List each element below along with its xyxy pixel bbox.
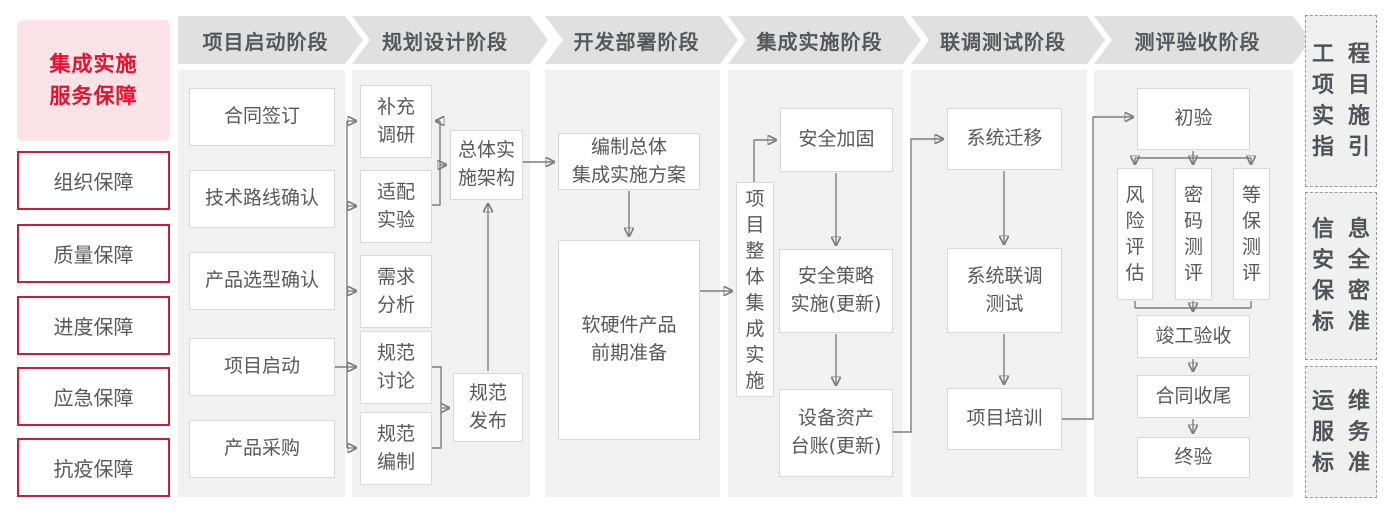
panel-text: 工程项目实施指引 — [1312, 42, 1370, 160]
phase-header-dev-deploy: 开发部署阶段 — [545, 16, 738, 64]
node-system-migration: 系统迁移 — [947, 108, 1062, 170]
node-system-joint-testing: 系统联调 测试 — [947, 248, 1062, 333]
node-crypto-evaluation: 密码测评 — [1175, 168, 1212, 300]
sidebar-item-epidemic-guarantee: 抗疫保障 — [17, 438, 170, 497]
node-spec-drafting: 规范 编制 — [360, 412, 432, 485]
phase-header-project-start: 项目启动阶段 — [178, 16, 363, 64]
node-requirement-analysis: 需求 分析 — [360, 255, 432, 328]
panel-engineering-implementation-guide: 工程项目实施指引 — [1305, 15, 1377, 187]
node-asset-ledger-update: 设备资产 台账(更新) — [779, 389, 893, 477]
node-risk-assessment: 风险评估 — [1117, 168, 1153, 300]
node-spec-release: 规范 发布 — [453, 373, 523, 442]
node-overall-integration-impl: 项目整体集成实施 — [736, 182, 774, 397]
panel-operation-service-standards: 运维服务标准 — [1305, 366, 1377, 498]
node-overall-impl-architecture: 总体实 施架构 — [450, 130, 523, 200]
node-overall-integration-plan: 编制总体 集成实施方案 — [558, 133, 700, 190]
panel-information-security-standards: 信息安全保密标准 — [1305, 192, 1377, 360]
node-supplementary-research: 补充 调研 — [360, 85, 432, 158]
panel-text: 信息安全保密标准 — [1312, 217, 1370, 335]
node-product-procurement: 产品采购 — [189, 420, 335, 478]
node-project-training: 项目培训 — [947, 388, 1062, 450]
sidebar-item-quality-guarantee: 质量保障 — [17, 224, 170, 283]
phase-header-planning-design: 规划设计阶段 — [352, 16, 548, 64]
node-sign-contract: 合同签订 — [189, 88, 335, 146]
sidebar-item-organization-guarantee: 组织保障 — [17, 151, 170, 210]
node-initial-acceptance: 初验 — [1137, 88, 1250, 150]
phase-header-acceptance: 测评验收阶段 — [1094, 16, 1311, 64]
phase-header-integration: 集成实施阶段 — [728, 16, 921, 64]
node-final-acceptance: 终验 — [1137, 437, 1250, 478]
node-contract-closure: 合同收尾 — [1137, 375, 1250, 418]
node-spec-discussion: 规范 讨论 — [360, 331, 432, 404]
sidebar-title: 集成实施 服务保障 — [17, 20, 170, 141]
phase-header-joint-testing: 联调测试阶段 — [911, 16, 1105, 64]
node-hw-sw-preparation: 软硬件产品 前期准备 — [558, 240, 700, 440]
node-adaptation-experiment: 适配 实验 — [360, 170, 432, 243]
node-security-policy-impl: 安全策略 实施(更新) — [779, 249, 893, 333]
node-classified-protection-evaluation: 等保测评 — [1233, 168, 1270, 300]
node-completion-acceptance: 竣工验收 — [1137, 315, 1250, 358]
node-project-kickoff: 项目启动 — [189, 338, 335, 396]
node-tech-route-confirm: 技术路线确认 — [189, 170, 335, 228]
panel-text: 运维服务标准 — [1312, 388, 1370, 476]
node-product-selection-confirm: 产品选型确认 — [189, 252, 335, 310]
sidebar-item-emergency-guarantee: 应急保障 — [17, 367, 170, 426]
node-security-hardening: 安全加固 — [780, 108, 893, 172]
sidebar-item-schedule-guarantee: 进度保障 — [17, 296, 170, 355]
